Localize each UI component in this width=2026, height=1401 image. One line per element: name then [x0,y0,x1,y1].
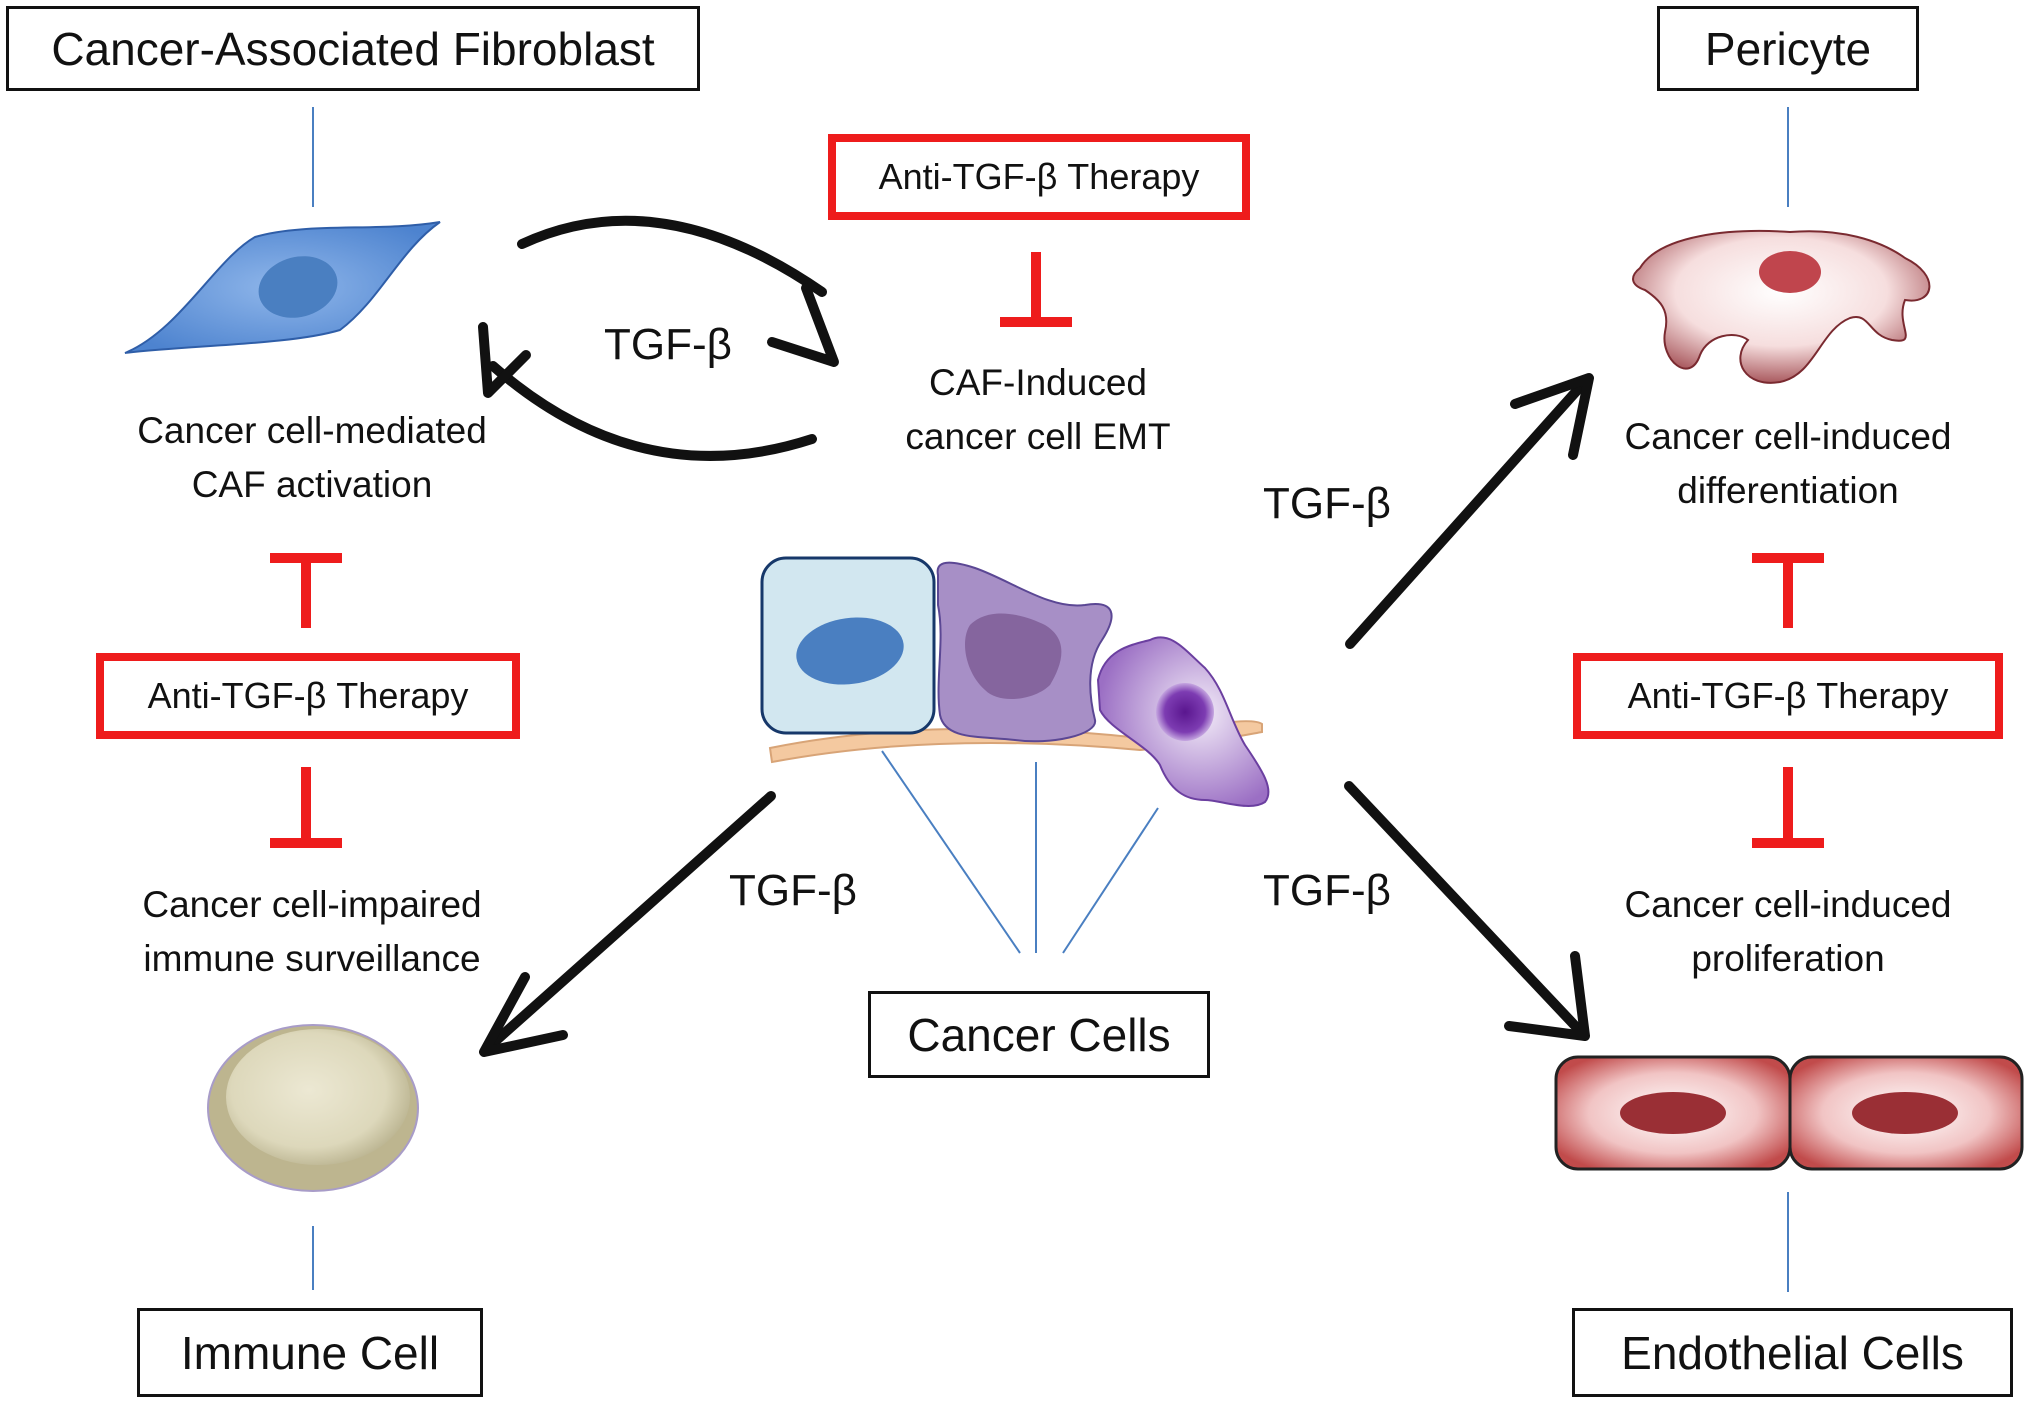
arrow-to-emt-head [767,283,839,367]
caf-label-box: Cancer-Associated Fibroblast [6,6,700,91]
arrow-to-immune [485,791,776,1051]
emt-text: CAF-Induced cancer cell EMT [838,356,1238,464]
cancer-cells-label-box: Cancer Cells [868,991,1210,1078]
caf-label: Cancer-Associated Fibroblast [51,22,655,75]
effect-line: CAF activation [191,464,433,505]
effect-line: proliferation [1691,938,1885,979]
caf-activation-text: Cancer cell-mediated CAF activation [62,404,562,512]
tgf-beta-label-caf-loop: TGF-β [604,320,732,369]
inhibition-markers [270,252,1824,848]
therapy-box-endothelial: Anti-TGF-β Therapy [1573,653,2003,739]
signal-arrows [478,215,1594,1057]
immune-cell-illustration [207,1024,419,1192]
cancer-cells-illustration [760,556,1270,807]
effect-line: Cancer cell-induced [1624,416,1952,457]
effect-line: cancer cell EMT [905,416,1171,457]
therapy-label: Anti-TGF-β Therapy [1627,675,1949,716]
endothelial-cells-illustration [1554,1055,2024,1171]
effect-line: Cancer cell-impaired [142,884,482,925]
pericyte-label-box: Pericyte [1657,6,1919,91]
immune-cell-label: Immune Cell [180,1326,440,1379]
pericyte-cell-illustration [1632,230,1931,384]
therapy-box-caf: Anti-TGF-β Therapy [96,653,520,739]
arrow-to-caf [488,361,817,461]
therapy-label: Anti-TGF-β Therapy [878,156,1200,197]
caf-cell-illustration [124,221,441,354]
endothelial-label-box: Endothelial Cells [1572,1308,2013,1397]
effect-line: Cancer cell-mediated [137,410,487,451]
arrow-to-pericyte [1345,381,1586,649]
effect-line: immune surveillance [143,938,481,979]
arrow-to-endothelial-head [1504,951,1590,1041]
endothelial-label: Endothelial Cells [1621,1326,1964,1379]
tgf-beta-label-immune: TGF-β [729,866,857,915]
therapy-label: Anti-TGF-β Therapy [147,675,469,716]
effect-line: Cancer cell-induced [1624,884,1952,925]
arrow-to-emt [517,215,827,297]
immune-cell-label-box: Immune Cell [137,1308,483,1397]
arrow-to-immune-head [479,972,568,1057]
connector-lines [312,107,1789,1292]
tgf-beta-label-pericyte: TGF-β [1263,479,1391,528]
arrow-to-pericyte-head [1510,373,1594,460]
cancer-cells-label: Cancer Cells [907,1008,1171,1061]
therapy-box-emt: Anti-TGF-β Therapy [828,134,1250,220]
arrow-to-endothelial [1344,781,1585,1036]
effect-line: differentiation [1677,470,1899,511]
proliferation-text: Cancer cell-induced proliferation [1538,878,2026,986]
immune-surveillance-text: Cancer cell-impaired immune surveillance [62,878,562,986]
tgf-beta-label-endothelial: TGF-β [1263,866,1391,915]
differentiation-text: Cancer cell-induced differentiation [1538,410,2026,518]
pericyte-label: Pericyte [1704,22,1872,75]
effect-line: CAF-Induced [929,362,1147,403]
arrow-to-caf-head [478,322,531,398]
